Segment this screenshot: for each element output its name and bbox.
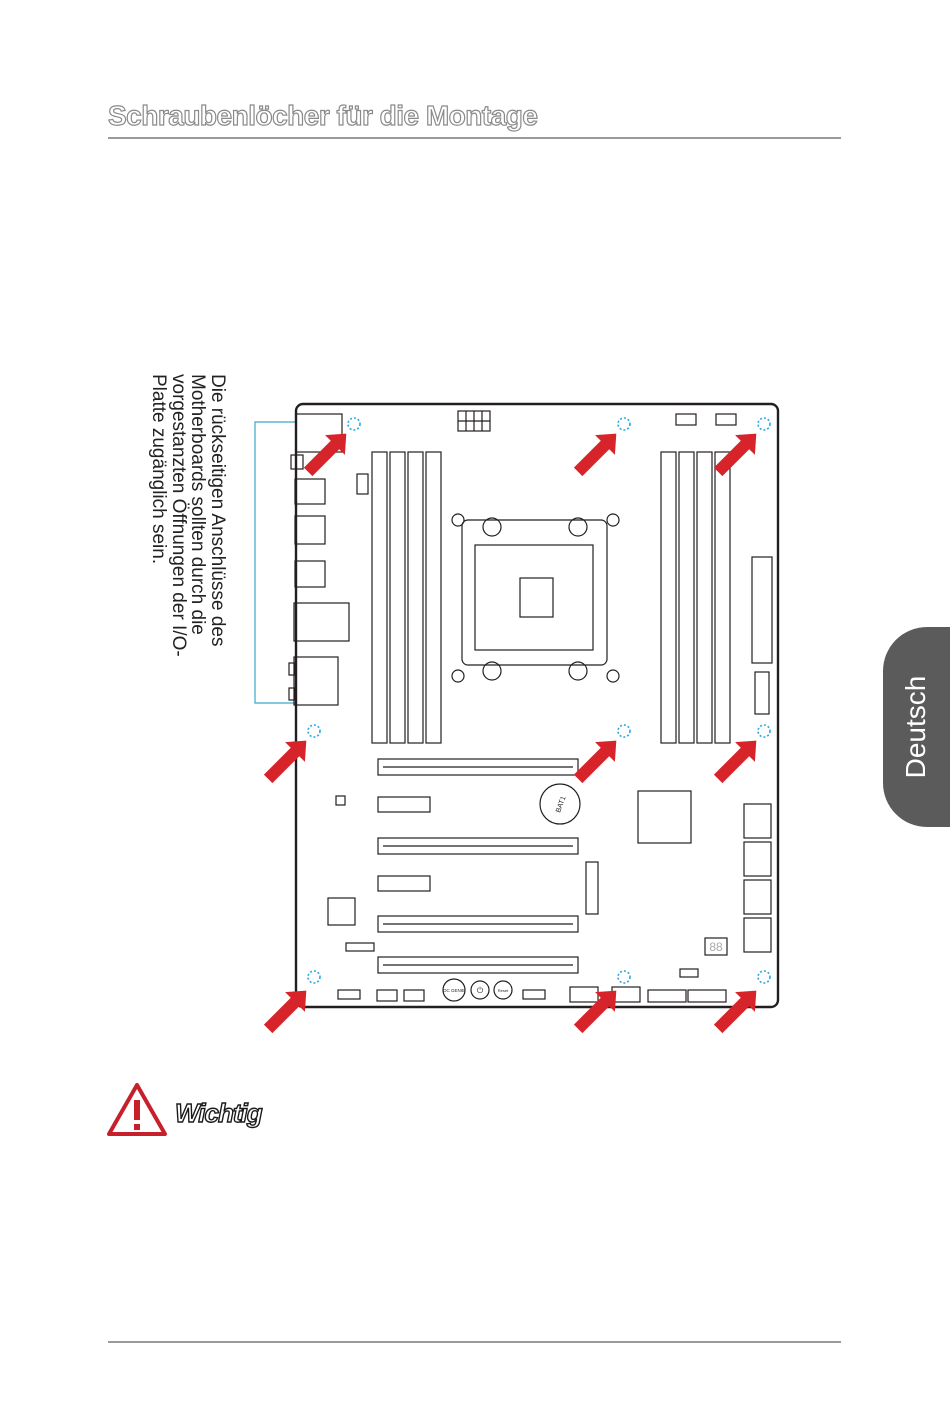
- language-tab-label: Deutsch: [899, 627, 933, 827]
- footer-divider: [108, 1341, 841, 1343]
- power-button-label: ⏻: [477, 986, 484, 995]
- warning-icon: [106, 1082, 168, 1138]
- motherboard-diagram: OC GENIE ⏻ Reset BAT1 88: [240, 395, 800, 1045]
- io-plate-caption: Die rückseitigen Anschlüsse des Motherbo…: [149, 374, 227, 674]
- important-heading: Wichtig: [175, 1098, 262, 1129]
- debug-display-value: 88: [709, 940, 723, 954]
- oc-genie-label: OC GENIE: [443, 988, 465, 993]
- reset-button-label: Reset: [498, 988, 509, 993]
- title-divider: [108, 137, 841, 139]
- caption-leader-line: [255, 422, 296, 703]
- section-title: Schraubenlöcher für die Montage: [108, 100, 840, 132]
